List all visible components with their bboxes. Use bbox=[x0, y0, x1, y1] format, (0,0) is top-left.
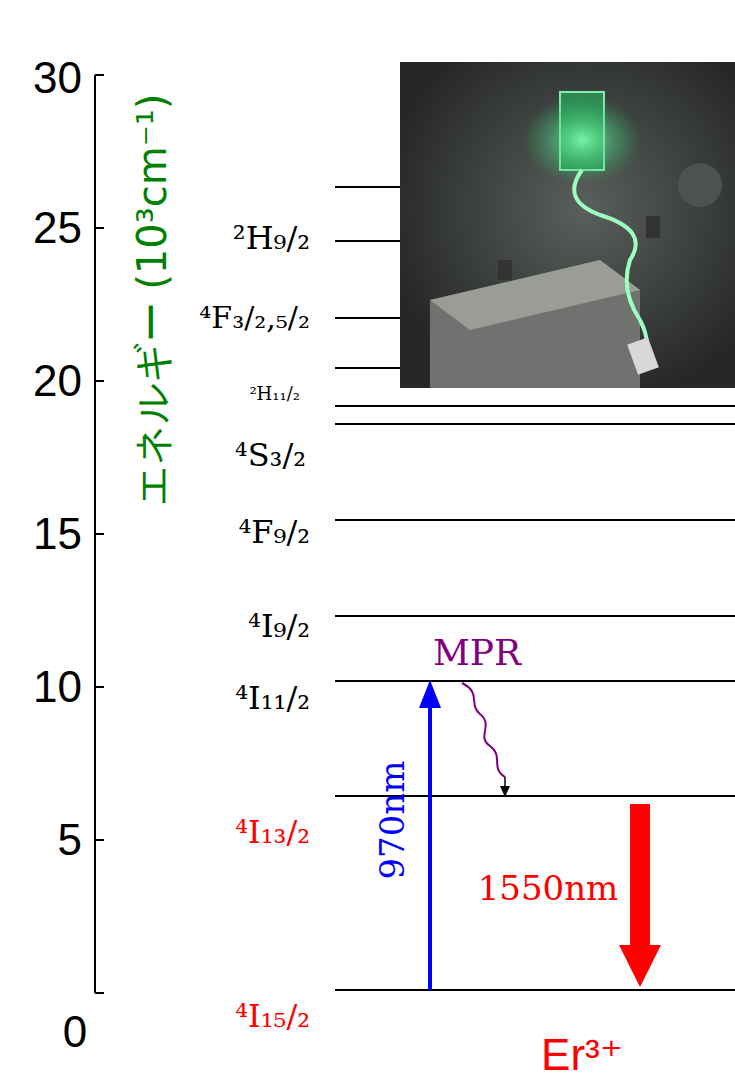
level-label: ⁴I₁₁/₂ bbox=[235, 682, 310, 714]
wavelength-label: 970nm bbox=[375, 760, 409, 879]
level-label: ⁴I₁₅/₂ bbox=[235, 1000, 310, 1032]
level-label: ⁴S₃/₂ bbox=[235, 439, 306, 471]
level-label: ⁴I₁₃/₂ bbox=[235, 816, 310, 848]
wavelength-label: 1550nm bbox=[478, 871, 619, 905]
emission-arrow bbox=[619, 804, 661, 987]
tick-number: 15 bbox=[33, 512, 82, 556]
level-label: ²H₉/₂ bbox=[233, 222, 310, 254]
tick-number: 5 bbox=[58, 818, 82, 862]
energy-axis bbox=[95, 75, 104, 993]
pump-arrow bbox=[419, 680, 441, 990]
level-label: ⁴I₉/₂ bbox=[248, 610, 310, 642]
glowing-sample-photo bbox=[400, 62, 735, 388]
level-label: ²H₁₁/₂ bbox=[249, 385, 300, 403]
tick-number: 0 bbox=[63, 1010, 87, 1054]
axis-title: エネルギー (10³cm⁻¹) bbox=[132, 94, 172, 507]
mpr-relaxation bbox=[462, 683, 510, 797]
tick-number: 25 bbox=[33, 206, 82, 250]
ion-label: Er³⁺ bbox=[541, 1033, 623, 1077]
tick-number: 30 bbox=[33, 56, 82, 100]
tick-number: 20 bbox=[33, 359, 82, 403]
level-label: ⁴F₃/₂,₅/₂ bbox=[199, 303, 310, 333]
tick-number: 10 bbox=[33, 665, 82, 709]
process-label: MPR bbox=[433, 635, 521, 671]
level-label: ⁴F₉/₂ bbox=[239, 516, 310, 548]
